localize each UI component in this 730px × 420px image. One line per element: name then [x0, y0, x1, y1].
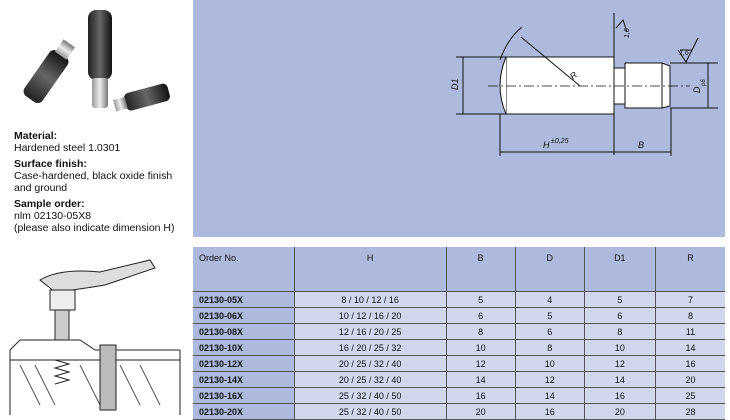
table-cell: 7: [654, 291, 725, 308]
table-cell: 16 / 20 / 25 / 32: [293, 339, 447, 356]
order-number-cell: 02130-16X: [193, 387, 295, 404]
column-header: H: [293, 247, 447, 292]
sample-label: Sample order:: [14, 198, 85, 210]
roughness-1: 1,6: [624, 28, 631, 38]
column-header: R: [654, 247, 725, 292]
table-cell: 8: [445, 323, 516, 340]
label-b: B: [638, 140, 644, 150]
order-number-cell: 02130-06X: [193, 307, 295, 324]
sample-note: (please also indicate dimension H): [14, 222, 175, 234]
order-number-cell: 02130-05X: [193, 291, 295, 308]
table-cell: 16: [445, 387, 516, 404]
table-cell: 14: [654, 339, 725, 356]
label-dp6: D: [692, 86, 702, 93]
application-drawing: [9, 259, 181, 415]
finish-label: Surface finish:: [14, 158, 87, 170]
column-header: D1: [583, 247, 656, 292]
order-number-cell: 02130-08X: [193, 323, 295, 340]
table-cell: 20 / 25 / 32 / 40: [293, 355, 447, 372]
finish-value: Case-hardened, black oxide finish and gr…: [14, 170, 173, 194]
table-cell: 6: [514, 323, 585, 340]
table-cell: 8 / 10 / 12 / 16: [293, 291, 447, 308]
table-cell: 16: [514, 403, 585, 420]
column-header: Order No.: [193, 247, 295, 292]
order-number-cell: 02130-12X: [193, 355, 295, 372]
table-cell: 10: [514, 355, 585, 372]
product-photo: [23, 10, 170, 112]
label-r: R: [568, 69, 580, 81]
table-cell: 20: [654, 371, 725, 388]
label-dp6-sub: p6: [701, 79, 707, 87]
material-value: Hardened steel 1.0301: [14, 142, 121, 154]
table-cell: 16: [583, 387, 656, 404]
table-cell: 12: [583, 355, 656, 372]
table-cell: 5: [583, 291, 656, 308]
table-cell: 14: [445, 371, 516, 388]
table-cell: 10 / 12 / 16 / 20: [293, 307, 447, 324]
table-cell: 8: [654, 307, 725, 324]
label-d1: D1: [450, 78, 460, 90]
order-number-cell: 02130-14X: [193, 371, 295, 388]
table-cell: 12 / 16 / 20 / 25: [293, 323, 447, 340]
label-h-tolerance: ±0,25: [551, 138, 569, 145]
table-cell: 25 / 32 / 40 / 50: [293, 403, 447, 420]
table-cell: 6: [583, 307, 656, 324]
table-cell: 12: [445, 355, 516, 372]
table-cell: 14: [583, 371, 656, 388]
table-cell: 16: [654, 355, 725, 372]
table-cell: 25: [654, 387, 725, 404]
table-cell: 6: [445, 307, 516, 324]
specifications: Material: Hardened steel 1.0301 Surface …: [14, 126, 189, 234]
table-cell: 5: [514, 307, 585, 324]
table-cell: 11: [654, 323, 725, 340]
column-header: D: [514, 247, 585, 292]
roughness-2: 1,6: [679, 50, 689, 57]
material-label: Material:: [14, 130, 58, 142]
table-cell: 10: [445, 339, 516, 356]
table-cell: 10: [583, 339, 656, 356]
table-cell: 20 / 25 / 32 / 40: [293, 371, 447, 388]
order-number-cell: 02130-20X: [193, 403, 295, 420]
sample-value: nlm 02130-05X8: [14, 210, 92, 222]
table-cell: 8: [583, 323, 656, 340]
table-cell: 12: [514, 371, 585, 388]
table-cell: 4: [514, 291, 585, 308]
table-cell: 5: [445, 291, 516, 308]
technical-drawing: D1 R H ±0,25 B D p6 1,6 1,6: [193, 0, 725, 237]
label-h: H: [543, 140, 550, 150]
column-header: B: [445, 247, 516, 292]
table-cell: 25 / 32 / 40 / 50: [293, 387, 447, 404]
table-cell: 20: [445, 403, 516, 420]
table-cell: 14: [514, 387, 585, 404]
order-number-cell: 02130-10X: [193, 339, 295, 356]
table-cell: 28: [654, 403, 725, 420]
table-cell: 8: [514, 339, 585, 356]
table-cell: 20: [583, 403, 656, 420]
